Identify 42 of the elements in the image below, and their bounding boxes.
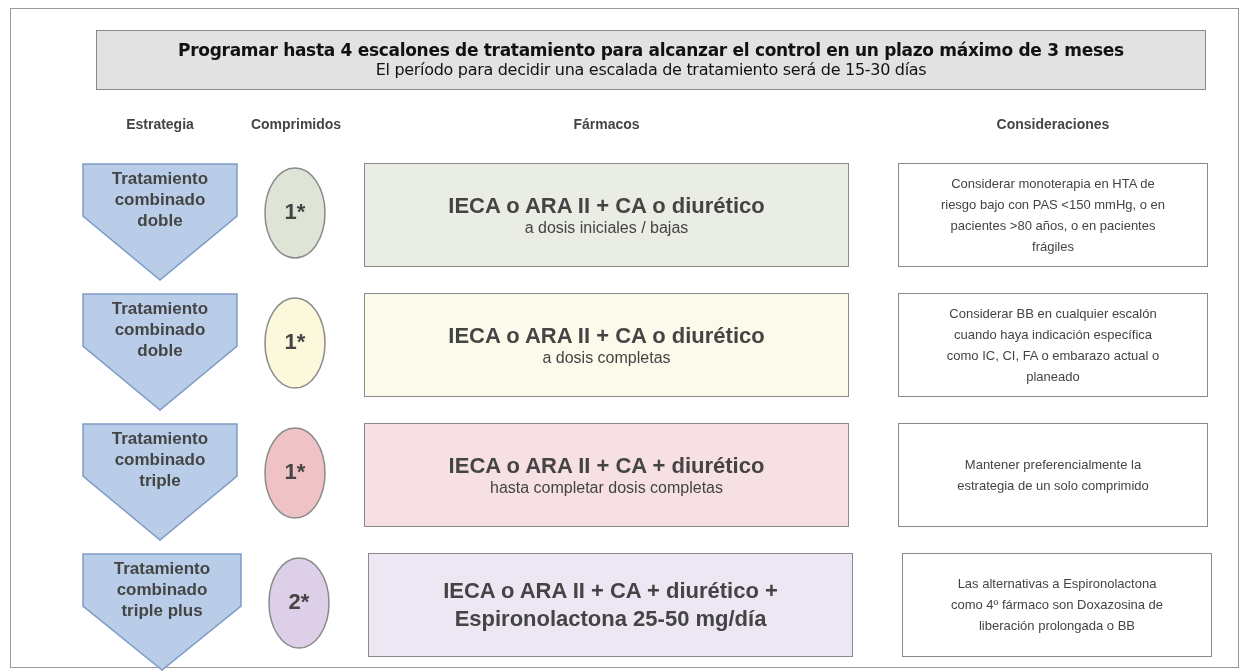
tablet-count: 1* [284,198,306,225]
drug-box [364,163,849,267]
tablet-count: 1* [284,328,306,355]
note-box [898,423,1208,527]
column-header: Fármacos [572,116,641,132]
note-box [898,293,1208,397]
consideration-text: Mantener preferencialmente la estrategia de un solo comprimido [956,455,1150,495]
strategy-label: Tratamiento combinado triple [110,427,210,491]
header-subtitle: El período para decidir una escalada de tratamiento será de 15-30 días [375,60,927,79]
pill-ellipse [264,167,326,259]
drug-box [368,553,853,657]
consideration-text: Considerar monoterapia en HTA de riesgo bajo con PAS <150 mmHg, o en pacientes >80 años, o en pacientes frágiles [939,174,1167,256]
drug-name: IECA o ARA II + CA + diurético + Espironolactona 25-50 mg/día [442,576,779,633]
pill-ellipse [264,297,326,389]
consideration-text: Las alternativas a Espironolactona como 4º fármaco son Doxazosina de liberación prolongada o BB [949,575,1165,635]
column-header: Consideraciones [995,116,1111,132]
column-header: Estrategia [125,116,195,132]
strategy-label: Tratamiento combinado doble [110,297,210,361]
pill-ellipse [264,427,326,519]
tablet-count: 2* [288,588,310,615]
dose-note: a dosis iniciales / bajas [524,218,689,237]
note-box [902,553,1212,657]
consideration-text: Considerar BB en cualquier escalón cuando haya indicación específica como IC, CI, FA o embarazo actual o planeado [945,304,1161,386]
drug-box [364,293,849,397]
pentagon-box [82,163,238,281]
dose-note: a dosis completas [542,348,671,367]
pentagon-box [82,553,242,671]
tablet-count: 1* [284,458,306,485]
column-header: Comprimidos [249,116,343,132]
pentagon-box [82,423,238,541]
drug-name: IECA o ARA II + CA o diurético [448,192,765,219]
drug-name: IECA o ARA II + CA o diurético [448,322,765,349]
note-box [898,163,1208,267]
drug-box [364,423,849,527]
dose-note: hasta completar dosis completas [490,478,723,497]
strategy-label: Tratamiento combinado doble [110,167,210,231]
strategy-label: Tratamiento combinado triple plus [112,557,212,621]
pentagon-box [82,293,238,411]
pill-ellipse [268,557,330,649]
header-box [96,30,1206,90]
header-title: Programar hasta 4 escalones de tratamiento para alcanzar el control en un plazo máximo de 3 meses [178,40,1124,60]
drug-name: IECA o ARA II + CA + diurético [448,452,765,479]
